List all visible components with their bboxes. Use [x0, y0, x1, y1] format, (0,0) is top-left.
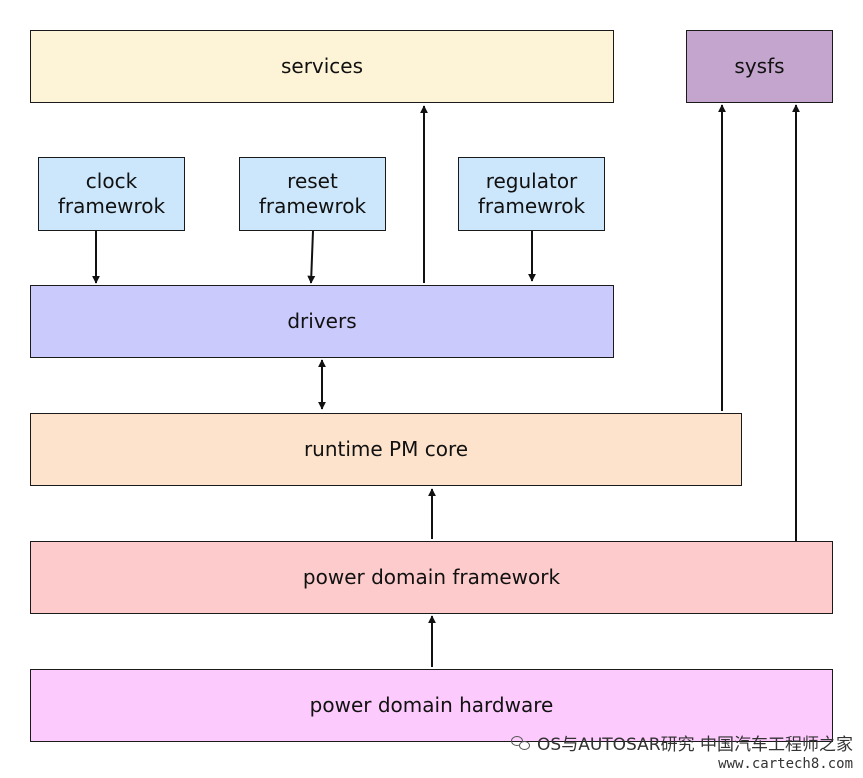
watermark-text: OS与AUTOSAR研究 中国汽车工程师之家 [537, 735, 853, 755]
clock-framework-label: clock framewrok [57, 169, 166, 218]
watermark-line1: OS与AUTOSAR研究 中国汽车工程师之家 [511, 730, 853, 755]
watermark-url: www.cartech8.com [718, 756, 853, 772]
power-domain-framework-box: power domain framework [30, 541, 833, 614]
wechat-icon [511, 735, 531, 751]
sysfs-box: sysfs [686, 30, 833, 103]
drivers-label: drivers [287, 309, 357, 333]
services-label: services [280, 54, 364, 78]
watermark: OS与AUTOSAR研究 中国汽车工程师之家 www.cartech8.com [511, 730, 853, 772]
clock-framework-box: clock framewrok [38, 157, 185, 231]
reset-framework-box: reset framewrok [239, 157, 386, 231]
runtime-pm-core-box: runtime PM core [30, 413, 742, 486]
runtime-pm-core-label: runtime PM core [303, 437, 469, 461]
power-domain-hardware-box: power domain hardware [30, 669, 833, 742]
services-box: services [30, 30, 614, 103]
reset-framework-label: reset framewrok [258, 169, 367, 218]
regulator-framework-label: regulator framewrok [477, 169, 586, 218]
regulator-framework-box: regulator framewrok [458, 157, 605, 231]
power-domain-hardware-label: power domain hardware [309, 693, 554, 717]
sysfs-label: sysfs [734, 54, 785, 78]
drivers-box: drivers [30, 285, 614, 358]
power-domain-framework-label: power domain framework [302, 565, 561, 589]
arrow-reset-to-drivers [307, 230, 316, 284]
